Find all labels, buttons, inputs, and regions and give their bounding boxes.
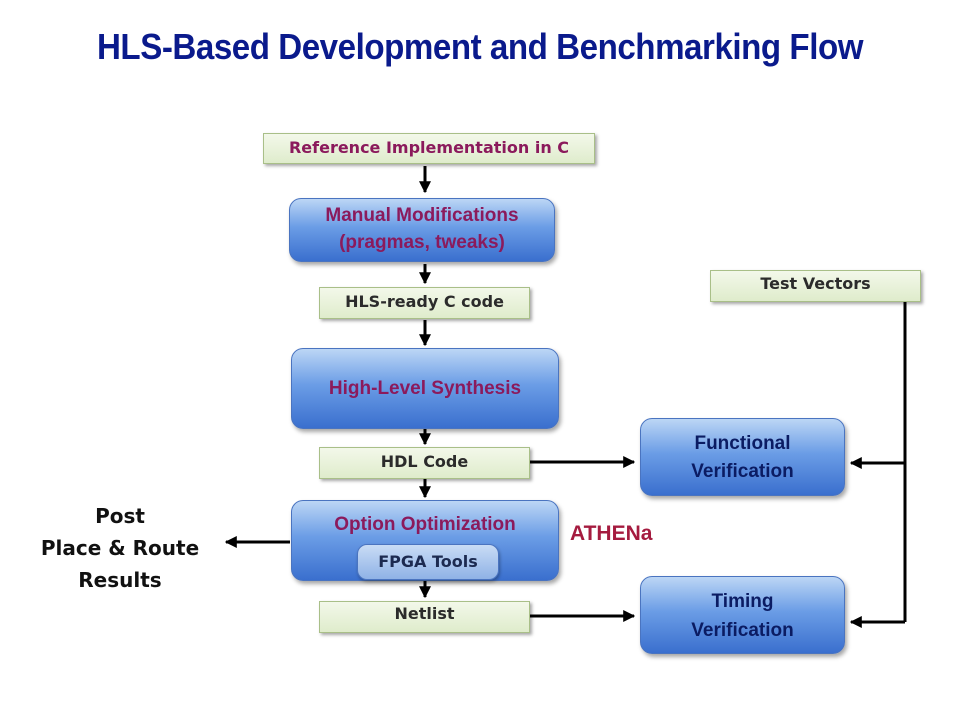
hls-ready-code-label: HLS-ready C code <box>345 292 504 311</box>
high-level-synthesis-box[interactable]: High-Level Synthesis <box>291 348 559 429</box>
timing-verification-box[interactable]: Timing Verification <box>640 576 845 654</box>
reference-implementation-label: Reference Implementation in C <box>288 138 570 157</box>
netlist-label: Netlist <box>394 604 455 623</box>
diagram-title: HLS-Based Development and Benchmarking F… <box>96 26 864 67</box>
timing-verification-line1: Timing <box>711 591 774 612</box>
hdl-code-box[interactable]: HDL Code <box>319 447 530 479</box>
hdl-code-label: HDL Code <box>380 452 469 471</box>
post-results-line2: Place & Route <box>40 536 200 560</box>
post-results-line3: Results <box>78 568 162 592</box>
functional-verification-box[interactable]: Functional Verification <box>640 418 845 496</box>
hls-ready-code-box[interactable]: HLS-ready C code <box>319 287 530 319</box>
timing-verification-line2: Verification <box>691 620 794 641</box>
reference-implementation-box[interactable]: Reference Implementation in C <box>263 133 595 164</box>
option-optimization-label: Option Optimization <box>334 514 516 535</box>
manual-modifications-box[interactable]: Manual Modifications (pragmas, tweaks) <box>289 198 555 262</box>
test-vectors-box[interactable]: Test Vectors <box>710 270 921 302</box>
manual-modifications-line1: Manual Modifications <box>325 205 519 226</box>
post-place-route-results-label: Post Place & Route Results <box>30 500 210 596</box>
fpga-tools-box[interactable]: FPGA Tools <box>357 544 499 580</box>
manual-modifications-line2: (pragmas, tweaks) <box>339 232 505 253</box>
test-vectors-label: Test Vectors <box>760 274 871 293</box>
fpga-tools-label: FPGA Tools <box>378 552 478 571</box>
netlist-box[interactable]: Netlist <box>319 601 530 633</box>
high-level-synthesis-label: High-Level Synthesis <box>328 378 522 399</box>
functional-verification-line1: Functional <box>694 433 791 454</box>
post-results-line1: Post <box>95 504 145 528</box>
athena-label: ATHENa <box>570 522 653 545</box>
functional-verification-line2: Verification <box>691 461 794 482</box>
